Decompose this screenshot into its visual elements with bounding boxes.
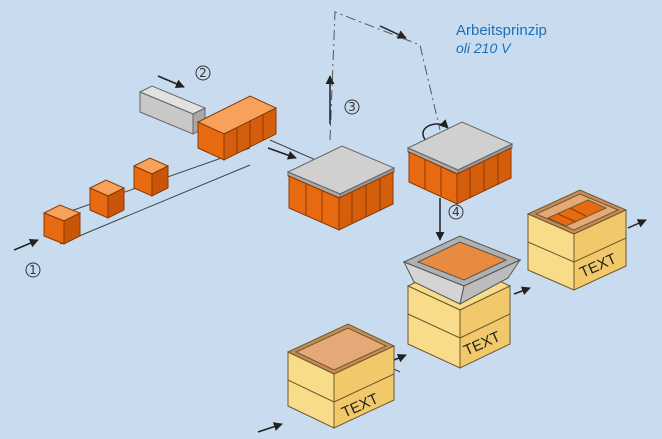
- gripper-pack: [286, 145, 396, 231]
- carton-left: [286, 323, 396, 429]
- diagram-subtitle: oli 210 V: [456, 40, 511, 56]
- step-2-label: 2: [199, 66, 207, 80]
- step-1-label: 1: [29, 263, 37, 277]
- carton-transfer-arrow: [393, 353, 407, 363]
- gripper-path-line: [329, 11, 441, 141]
- step-2-circle: [195, 65, 211, 81]
- carton-right: [526, 189, 628, 291]
- infeed-arrow: [13, 238, 39, 251]
- title-block: Arbeitsprinzip oli 210 V: [456, 22, 547, 57]
- single-product: [132, 157, 170, 197]
- product-row: [196, 95, 278, 161]
- step-4-label: 4: [452, 205, 460, 219]
- outfeed-arrow: [627, 219, 647, 229]
- packing-funnel: [402, 235, 522, 305]
- carton-infeed-arrow: [257, 422, 283, 433]
- single-product: [42, 204, 82, 245]
- step-1-circle: [25, 262, 41, 278]
- carton-transfer-arrow: [513, 286, 531, 296]
- gripper-pack-rotated: [406, 121, 514, 205]
- pusher-arrow: [157, 75, 185, 88]
- conveyor-guide-line: [59, 164, 251, 245]
- transfer-arrow: [267, 147, 297, 160]
- step-markers: 1 2 3 4: [25, 65, 464, 278]
- step-3-circle: [344, 99, 360, 115]
- single-product: [88, 179, 126, 219]
- diagram-title: Arbeitsprinzip: [456, 22, 547, 39]
- pusher-plate: [138, 85, 207, 135]
- step-4-circle: [448, 204, 464, 220]
- travel-arrow: [379, 25, 407, 39]
- step-3-label: 3: [348, 100, 356, 114]
